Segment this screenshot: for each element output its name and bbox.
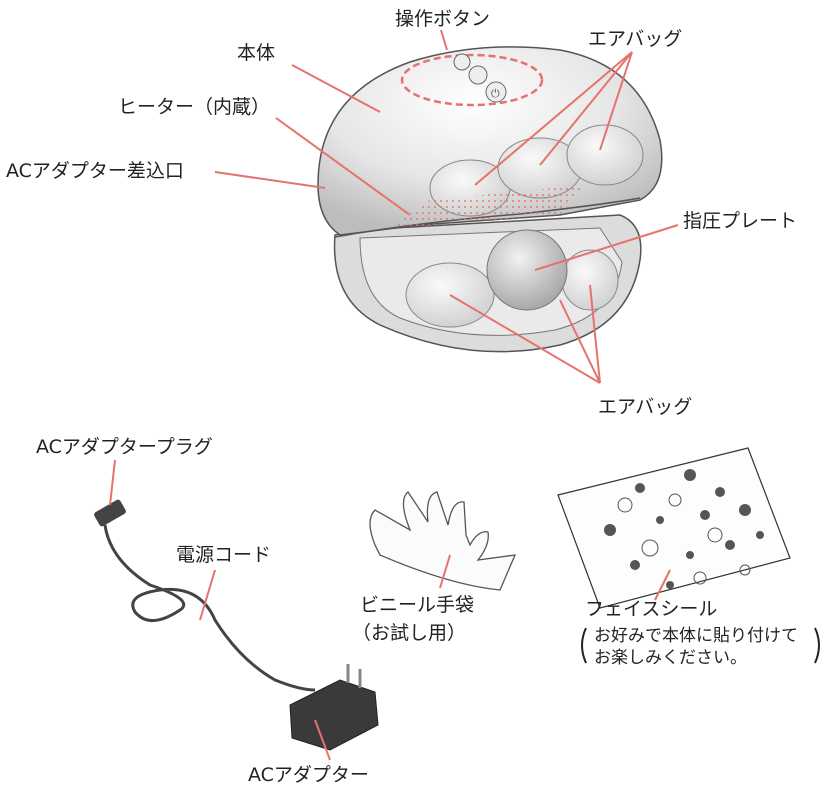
leader-lines (109, 29, 679, 761)
label-main-body: 本体 (237, 42, 276, 64)
label-vinyl-gloves: ビニール手袋 (360, 594, 475, 616)
pressure-plate-ball (486, 229, 568, 311)
note-bracket-left (581, 627, 587, 664)
label-pressure-plate: 指圧プレート (683, 210, 798, 232)
label-face-sticker-note-2: お楽しみください。 (594, 648, 747, 668)
label-face-sticker: フェイスシール (585, 598, 718, 620)
note-bracket-right (814, 627, 820, 664)
label-operation-buttons: 操作ボタン (395, 8, 491, 30)
label-face-sticker-note-1: お好みで本体に貼り付けて (594, 626, 798, 646)
label-ac-adapter: ACアダプター (248, 764, 369, 786)
button-mode[interactable] (453, 53, 471, 71)
vinyl-glove (369, 491, 517, 591)
label-airbag-top: エアバッグ (588, 28, 683, 50)
heater-area (390, 185, 585, 228)
label-ac-inlet: ACアダプター差込口 (6, 160, 184, 182)
label-ac-plug: ACアダプタープラグ (36, 436, 213, 458)
svg-text:⏻: ⏻ (491, 87, 500, 100)
ac-adapter-assembly (94, 499, 379, 751)
label-power-cord: 電源コード (176, 544, 272, 566)
power-cord (103, 524, 316, 692)
label-airbag-bottom: エアバッグ (598, 396, 693, 418)
label-vinyl-gloves-sub: （お試し用） (352, 622, 467, 644)
power-button[interactable] (485, 81, 507, 103)
massager-device: ⏻ (317, 46, 663, 353)
ac-plug (94, 499, 126, 527)
button-heat[interactable] (468, 65, 488, 85)
face-sticker-sheet (557, 447, 791, 609)
airbag-top-3 (566, 124, 644, 186)
ac-adapter-body (289, 679, 379, 751)
operation-button-group (400, 53, 544, 107)
label-heater: ヒーター（内蔵） (118, 96, 271, 118)
